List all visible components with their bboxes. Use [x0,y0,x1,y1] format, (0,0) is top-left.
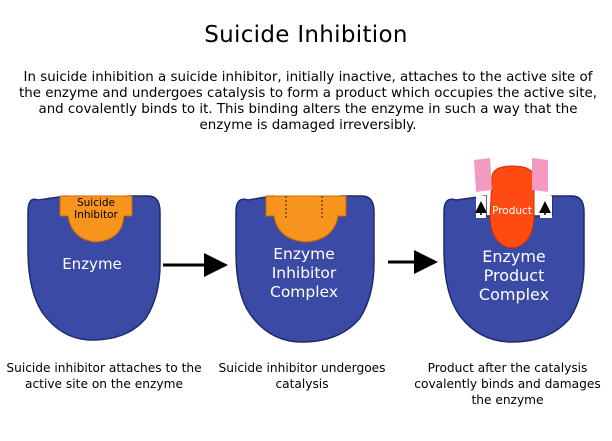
complex2-line1: Enzyme [273,245,335,263]
caption-stage3: Product after the catalysis covalently b… [414,361,601,407]
stage2-group: Enzyme Inhibitor Complex [235,195,375,343]
inhibitor-label-line1: Suicide [77,197,115,209]
inhibitor-label-line2: Inhibitor [74,209,118,221]
complex3-line2: Product [484,266,545,285]
caption-stage1: Suicide inhibitor attaches to the active… [6,361,202,391]
product-shape [489,165,535,249]
complex2-line2: Inhibitor [272,264,337,282]
damaged-site-right [540,196,552,218]
fragment-right [532,158,548,192]
stage3-group: Product Enzyme Product Complex [443,158,585,343]
complex2-line3: Complex [270,283,338,301]
stage1-group: Suicide Inhibitor Enzyme [27,195,161,341]
inhibitor-in-site [265,195,347,243]
diagram-title: Suicide Inhibition [204,22,408,48]
suicide-inhibitor-shape [59,195,133,243]
caption-stage2: Suicide inhibitor undergoes catalysis [218,361,386,391]
fragment-left [474,158,492,192]
product-label: Product [492,205,532,217]
enzyme-3 [443,195,585,343]
complex3-line1: Enzyme [482,247,546,266]
intro-paragraph: In suicide inhibition a suicide inhibito… [18,70,598,133]
complex3-line3: Complex [479,285,549,304]
enzyme-label: Enzyme [62,255,122,273]
